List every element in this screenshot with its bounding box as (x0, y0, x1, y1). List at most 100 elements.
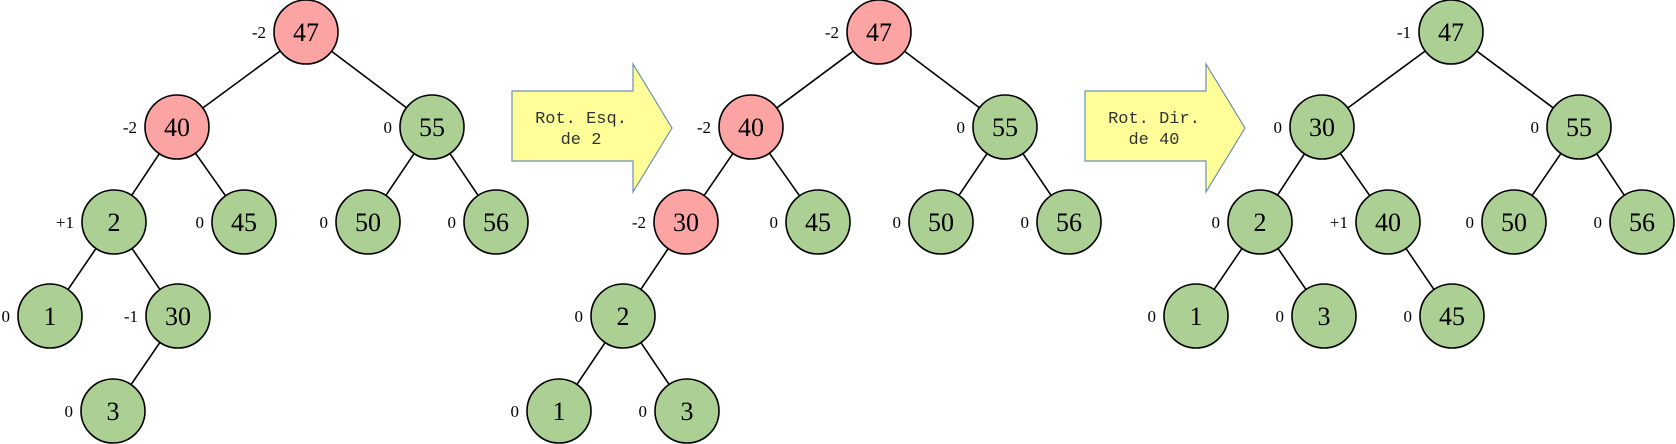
node-30: 30 -1 (124, 283, 211, 349)
balance-factor: 0 (1148, 307, 1157, 326)
balance-factor: 0 (384, 118, 393, 137)
node-1: 10 (1148, 283, 1229, 349)
edge-40-45 (1405, 248, 1435, 290)
edge-47-30 (1347, 50, 1426, 109)
edge-55-50 (385, 153, 415, 196)
edge-47-55 (1476, 50, 1554, 109)
node-circle (846, 0, 912, 65)
balance-factor: 0 (1594, 213, 1603, 232)
edge-47-40 (202, 50, 281, 109)
balance-factor: -2 (825, 23, 839, 42)
node-value: 45 (805, 208, 831, 237)
balance-factor: -2 (632, 213, 646, 232)
node-value: 47 (866, 18, 892, 47)
node-3: 30 (65, 378, 146, 444)
node-value: 50 (355, 208, 381, 237)
node-circle (1546, 94, 1612, 160)
node-circle (145, 283, 211, 349)
node-circle (335, 189, 401, 255)
node-value: 56 (1056, 208, 1082, 237)
balance-factor: 0 (511, 402, 520, 421)
node-circle (972, 94, 1038, 160)
node-30: 30 -2 (632, 189, 719, 255)
node-value: 2 (617, 302, 630, 331)
node-2: 20 (575, 283, 656, 349)
node-circle (785, 189, 851, 255)
node-circle (1227, 189, 1293, 255)
edge-30-2 (640, 248, 669, 290)
node-value: 40 (164, 113, 190, 142)
edge-30-2 (1276, 153, 1306, 196)
node-value: 3 (681, 397, 694, 426)
node-value: 45 (231, 208, 257, 237)
node-1: 10 (2, 283, 83, 349)
balance-factor: 0 (65, 402, 74, 421)
node-value: 47 (1438, 18, 1464, 47)
edge-30-40 (1339, 152, 1371, 197)
balance-factor: +1 (1330, 213, 1348, 232)
balance-factor: -2 (252, 23, 266, 42)
balance-factor: 0 (448, 213, 457, 232)
node-2: 2 +1 (56, 189, 147, 255)
node-value: 40 (1375, 208, 1401, 237)
node-circle (80, 378, 146, 444)
node-circle (654, 378, 720, 444)
edge-40-45 (194, 152, 227, 197)
node-2: 20 (1212, 189, 1293, 255)
node-value: 47 (293, 18, 319, 47)
balance-factor: -1 (124, 307, 138, 326)
node-circle (1163, 283, 1229, 349)
node-circle (1291, 283, 1357, 349)
balance-factor: 0 (196, 213, 205, 232)
balance-factor: +1 (56, 213, 74, 232)
balance-factor: 0 (575, 307, 584, 326)
balance-factor: 0 (1212, 213, 1221, 232)
node-50: 50 0 (320, 189, 401, 255)
edge-47-40 (776, 50, 854, 109)
node-40: 40-2 (697, 94, 784, 160)
node-circle (399, 94, 465, 160)
node-value: 1 (1190, 302, 1203, 331)
node-circle (653, 189, 719, 255)
node-circle (1419, 283, 1485, 349)
node-circle (463, 189, 529, 255)
edge-55-56 (1596, 153, 1625, 196)
arrow-label-line1: Rot. Esq. (535, 110, 627, 129)
node-50: 500 (1466, 189, 1547, 255)
balance-factor: 0 (639, 402, 648, 421)
edge-55-50 (958, 153, 988, 196)
balance-factor: -2 (123, 118, 137, 137)
node-55: 550 (384, 94, 465, 160)
node-value: 50 (928, 208, 954, 237)
node-45: 450 (770, 189, 851, 255)
edge-55-56 (449, 153, 479, 196)
node-circle (1418, 0, 1484, 65)
node-value: 55 (1566, 113, 1592, 142)
node-value: 30 (165, 302, 191, 331)
node-3: 30 (1276, 283, 1357, 349)
node-1: 10 (511, 378, 592, 444)
edge-40-2 (131, 153, 160, 196)
node-value: 1 (553, 397, 566, 426)
arrow-rotate-left: Rot. Esq. de 2 (511, 61, 673, 195)
arrow-label-line1: Rot. Dir. (1108, 110, 1200, 129)
node-value: 55 (992, 113, 1018, 142)
balance-factor: 0 (1466, 213, 1475, 232)
edge-55-56 (1022, 153, 1052, 196)
edge-2-3 (1277, 248, 1307, 290)
node-circle (718, 94, 784, 160)
node-45: 45 0 (196, 189, 277, 255)
node-value: 2 (108, 208, 121, 237)
edge-40-45 (768, 152, 801, 197)
balance-factor: 0 (320, 213, 329, 232)
arrow-shape (1084, 61, 1246, 195)
balance-factor: 0 (1531, 118, 1540, 137)
node-value: 45 (1439, 302, 1465, 331)
edge-2-1 (1213, 248, 1243, 290)
node-30: 300 (1274, 94, 1355, 160)
balance-factor: -2 (697, 118, 711, 137)
node-value: 30 (673, 208, 699, 237)
arrow-shape (511, 61, 673, 195)
